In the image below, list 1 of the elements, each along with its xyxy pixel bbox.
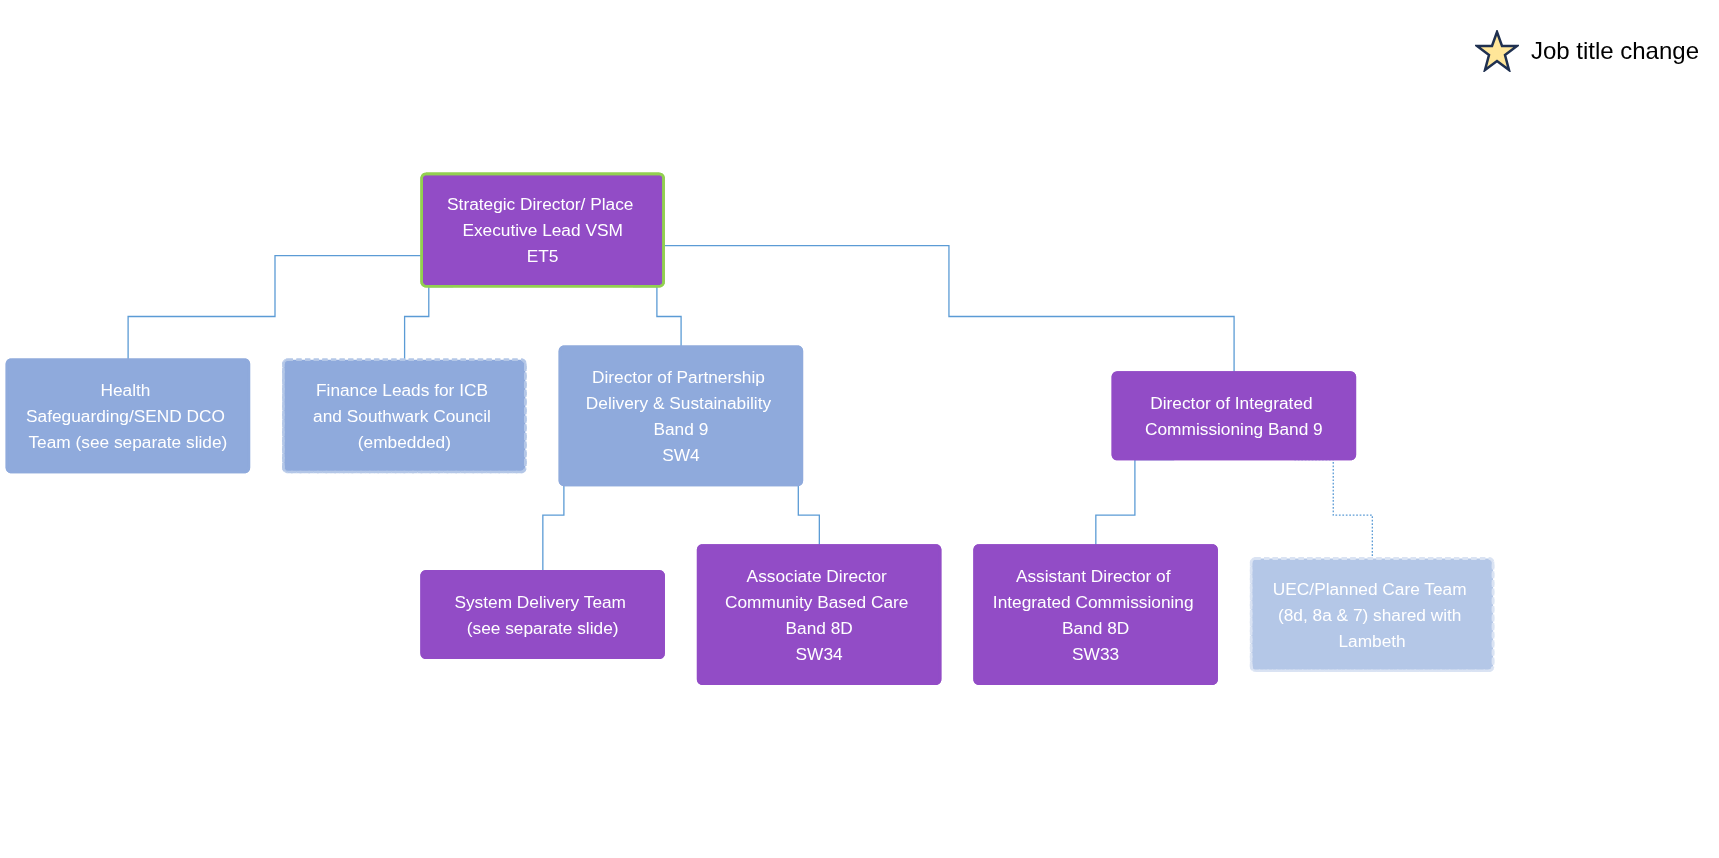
legend-label: Job title change	[1530, 37, 1699, 65]
